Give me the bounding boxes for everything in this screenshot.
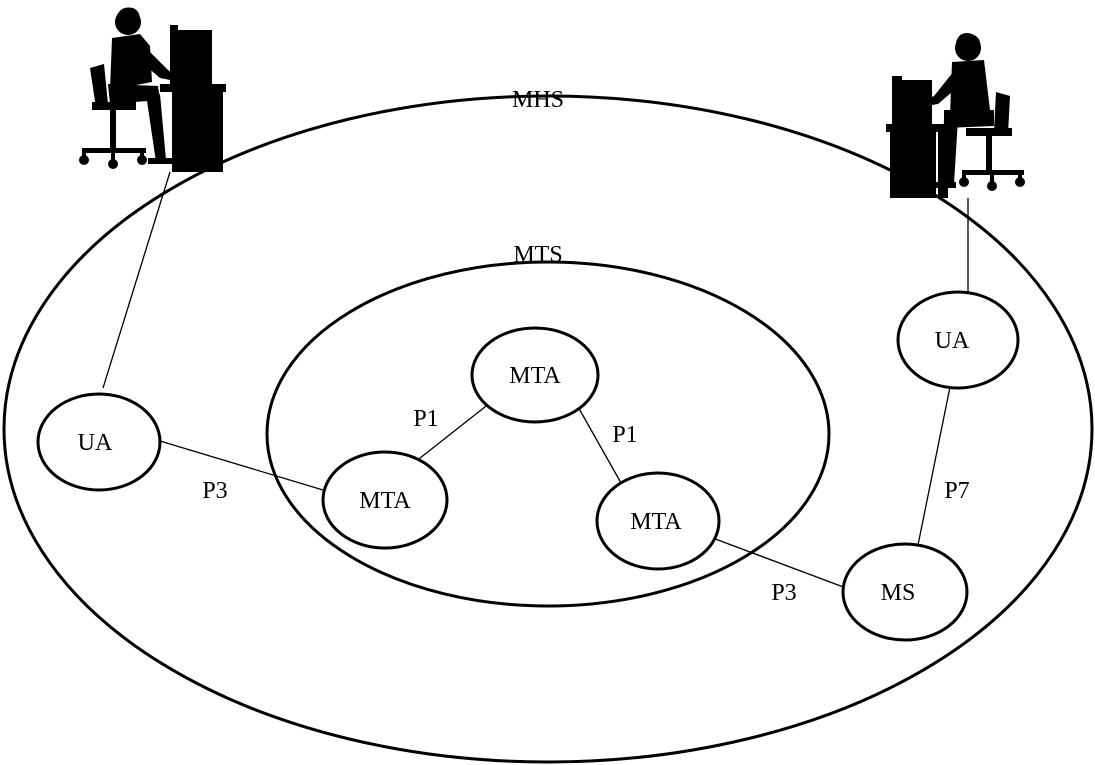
mta-top-to-mta-left-link: [414, 402, 491, 463]
ua-left-to-mta-left-link: [159, 440, 324, 491]
mta-top-to-mta-right-link: [576, 404, 626, 491]
ua-left-node: UA: [36, 392, 162, 492]
ms-label: MS: [881, 580, 916, 606]
mta-right-to-ms-link: [709, 536, 847, 589]
mta-left-node: MTA: [321, 450, 449, 550]
mts-boundary: [265, 260, 831, 608]
user-at-computer-icon: [79, 7, 226, 172]
ua-right-to-ms-link: [917, 386, 951, 546]
ua-right-label: UA: [935, 328, 970, 354]
mta-right-node: MTA: [595, 471, 721, 571]
mta-top-node: MTA: [470, 326, 600, 424]
ua-right-node: UA: [896, 290, 1020, 390]
user-at-computer-icon: [886, 33, 1025, 198]
mhs-label: MHS: [512, 87, 564, 113]
ua-left-label: UA: [78, 430, 113, 456]
link-label-p7: P7: [944, 478, 969, 504]
link-label-p3-right: P3: [771, 580, 796, 606]
link-label-p1-right: P1: [612, 422, 637, 448]
mhs-boundary: [2, 94, 1094, 764]
mta-right-label: MTA: [630, 509, 682, 535]
link-label-p3-left: P3: [202, 478, 227, 504]
left-user-to-ua-link: [102, 171, 171, 389]
mts-label: MTS: [513, 242, 562, 268]
ms-node: MS: [841, 542, 969, 642]
mta-top-label: MTA: [509, 363, 561, 389]
mta-left-label: MTA: [359, 488, 411, 514]
link-label-p1-left: P1: [413, 406, 438, 432]
